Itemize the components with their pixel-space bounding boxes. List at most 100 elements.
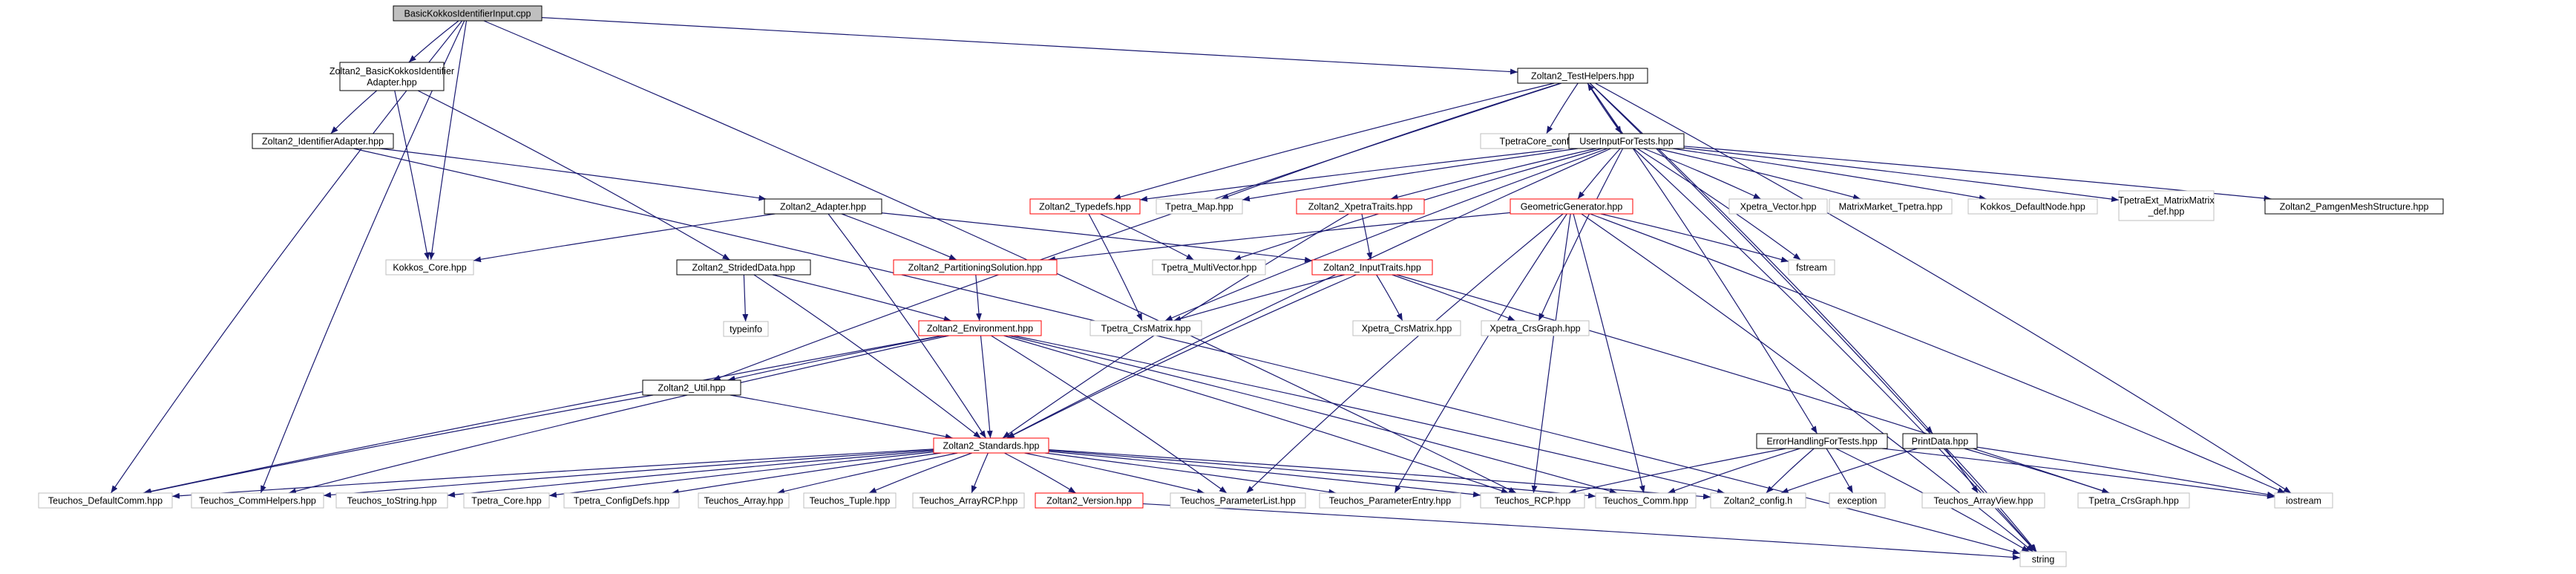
edge-uift-to-kdn <box>1672 148 1987 201</box>
edge-env-to-std <box>980 335 993 439</box>
node-iostream[interactable]: iostream <box>2274 492 2333 509</box>
node-tcore[interactable]: Tpetra_Core.hpp <box>463 492 550 509</box>
edge-efft-to-z2cfg <box>1766 448 1815 494</box>
node-kcore[interactable]: Kokkos_Core.hpp <box>385 259 474 275</box>
node-typedefs[interactable]: Zoltan2_Typedefs.hpp <box>1029 198 1141 215</box>
node-tmap[interactable]: Tpetra_Map.hpp <box>1156 198 1243 215</box>
node-box <box>1902 433 1978 449</box>
node-printdata[interactable]: PrintData.hpp <box>1902 433 1978 449</box>
node-label: Zoltan2_Environment.hpp <box>927 324 1033 334</box>
node-label: Teuchos_DefaultComm.hpp <box>48 496 163 506</box>
node-label: typeinfo <box>730 324 762 335</box>
edge-testhelpers-to-printdata <box>1589 82 1933 434</box>
node-env[interactable]: Zoltan2_Environment.hpp <box>918 320 1042 336</box>
node-label: Teuchos_ParameterEntry.hpp <box>1329 496 1451 506</box>
node-label: Zoltan2_PartitioningSolution.hpp <box>908 263 1043 273</box>
node-xpetra[interactable]: Zoltan2_XpetraTraits.hpp <box>1296 198 1425 215</box>
node-testhelpers[interactable]: Zoltan2_TestHelpers.hpp <box>1517 68 1648 84</box>
node-box <box>2019 551 2067 567</box>
edge-adapter-to-kcore <box>473 213 776 263</box>
node-tch[interactable]: Teuchos_CommHelpers.hpp <box>191 492 324 509</box>
node-efft[interactable]: ErrorHandlingForTests.hpp <box>1756 433 1888 449</box>
node-tts[interactable]: Teuchos_toString.hpp <box>335 492 448 509</box>
node-exc[interactable]: exception <box>1829 492 1886 509</box>
node-tcrsg[interactable]: Tpetra_CrsGraph.hpp <box>2077 492 2190 509</box>
edge-efft-to-exc <box>1826 448 1854 494</box>
node-z2cfg[interactable]: Zoltan2_config.h <box>1710 492 1806 509</box>
node-tcfg[interactable]: Tpetra_ConfigDefs.hpp <box>563 492 680 509</box>
node-tdc[interactable]: Teuchos_DefaultComm.hpp <box>38 492 173 509</box>
node-tpe[interactable]: Teuchos_ParameterEntry.hpp <box>1319 492 1461 509</box>
node-tcrs[interactable]: Tpetra_CrsMatrix.hpp <box>1089 320 1202 336</box>
node-tarr[interactable]: Teuchos_Array.hpp <box>698 492 790 509</box>
node-label: Tpetra_MultiVector.hpp <box>1161 263 1257 273</box>
node-label: exception <box>1838 496 1878 506</box>
node-string[interactable]: string <box>2019 551 2067 567</box>
node-tcomm[interactable]: Teuchos_Comm.hpp <box>1595 492 1697 509</box>
node-label: Zoltan2_Typedefs.hpp <box>1039 202 1131 212</box>
node-ida[interactable]: Zoltan2_IdentifierAdapter.hpp <box>252 133 394 149</box>
node-util[interactable]: Zoltan2_Util.hpp <box>642 379 741 396</box>
edge-std-to-tcomm <box>1048 449 1596 499</box>
node-box <box>676 259 811 275</box>
node-label: Zoltan2_Version.hpp <box>1046 496 1132 506</box>
edge-printdata-to-tav <box>1944 448 1979 494</box>
node-box <box>1967 198 2098 215</box>
node-label: Xpetra_CrsGraph.hpp <box>1489 324 1580 334</box>
node-label: Xpetra_Vector.hpp <box>1740 202 1817 212</box>
node-root[interactable]: BasicKokkosIdentifierInput.cpp <box>393 5 543 22</box>
node-tarcp[interactable]: Teuchos_ArrayRCP.hpp <box>912 492 1025 509</box>
node-label: Tpetra_Core.hpp <box>471 496 542 506</box>
edge-std-to-ttuple <box>868 452 972 494</box>
node-label: PrintData.hpp <box>1912 437 1968 447</box>
edge-env-to-tcomm <box>1009 335 1618 495</box>
node-label: Teuchos_CommHelpers.hpp <box>199 496 316 506</box>
node-box <box>1319 492 1461 509</box>
edge-std-to-trcp <box>1048 451 1481 498</box>
node-box <box>1568 133 1685 149</box>
edge-root-to-bkia <box>408 20 459 63</box>
node-label: Teuchos_Array.hpp <box>704 496 784 506</box>
node-xcrsg[interactable]: Xpetra_CrsGraph.hpp <box>1481 320 1590 336</box>
edge-geogen-to-tpl <box>1245 213 1564 494</box>
node-label: TpetraExt_MatrixMatrix <box>2118 195 2215 206</box>
node-box <box>1480 492 1585 509</box>
node-box <box>1710 492 1806 509</box>
edge-std-to-tcore <box>548 451 934 498</box>
node-tpext[interactable]: TpetraExt_MatrixMatrix_def.hpp <box>2118 190 2215 221</box>
node-tav[interactable]: Teuchos_ArrayView.hpp <box>1921 492 2045 509</box>
node-typeinfo[interactable]: typeinfo <box>723 321 769 337</box>
node-uift[interactable]: UserInputForTests.hpp <box>1568 133 1685 149</box>
node-box <box>191 492 324 509</box>
node-xvec[interactable]: Xpetra_Vector.hpp <box>1728 198 1828 215</box>
node-pamgen[interactable]: Zoltan2_PamgenMeshStructure.hpp <box>2264 198 2444 215</box>
node-geogen[interactable]: GeometricGenerator.hpp <box>1510 198 1633 215</box>
node-label: Kokkos_Core.hpp <box>393 263 466 273</box>
node-label: TpetraCore_config.h <box>1500 137 1584 147</box>
node-std[interactable]: Zoltan2_Standards.hpp <box>933 437 1049 454</box>
edge-bkia-to-ida <box>330 90 378 134</box>
node-box <box>1756 433 1888 449</box>
node-tpl[interactable]: Teuchos_ParameterList.hpp <box>1170 492 1306 509</box>
node-mmt[interactable]: MatrixMarket_Tpetra.hpp <box>1829 198 1953 215</box>
node-trcp[interactable]: Teuchos_RCP.hpp <box>1480 492 1585 509</box>
node-box <box>1788 259 1835 275</box>
node-adapter[interactable]: Zoltan2_Adapter.hpp <box>764 198 882 215</box>
edge-partsol-to-env <box>975 274 982 322</box>
node-xcrsm[interactable]: Xpetra_CrsMatrix.hpp <box>1352 320 1461 336</box>
edge-uift-to-testhelpers <box>1587 82 1622 134</box>
node-ttuple[interactable]: Teuchos_Tuple.hpp <box>803 492 897 509</box>
edge-geogen-to-iostream <box>1590 213 2286 494</box>
node-kdn[interactable]: Kokkos_DefaultNode.hpp <box>1967 198 2098 215</box>
node-strided[interactable]: Zoltan2_StridedData.hpp <box>676 259 811 275</box>
node-inputtraits[interactable]: Zoltan2_InputTraits.hpp <box>1311 259 1433 275</box>
edge-std-to-tdc <box>171 449 934 499</box>
node-partsol[interactable]: Zoltan2_PartitioningSolution.hpp <box>893 259 1058 275</box>
node-tmv[interactable]: Tpetra_MultiVector.hpp <box>1152 259 1266 275</box>
node-z2ver[interactable]: Zoltan2_Version.hpp <box>1035 492 1144 509</box>
node-label: Tpetra_ConfigDefs.hpp <box>574 496 669 506</box>
edge-uift-to-mmt <box>1656 148 1861 200</box>
node-fstream[interactable]: fstream <box>1788 259 1835 275</box>
node-box <box>2118 190 2215 221</box>
